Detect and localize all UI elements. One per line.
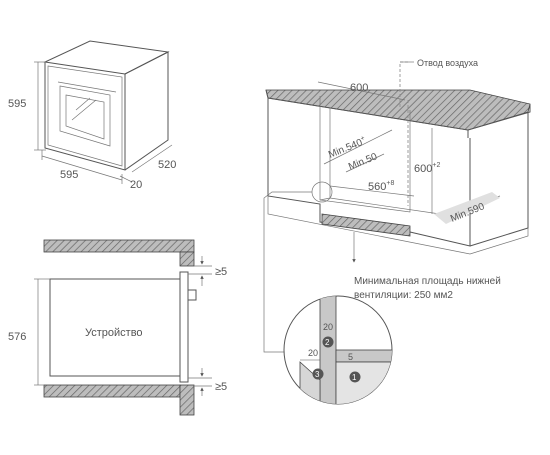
width-560-dimension: 560+8 [329,180,415,197]
device-knob [187,289,197,301]
min-50-dimension: Min.50 [345,151,385,173]
top-width-label: 600 [350,82,368,94]
device-label: Устройство [85,327,143,339]
detail-dim-b: 20 [308,348,318,358]
oven-isometric-view: 595 595 520 20 [8,40,176,191]
air-outlet-path [399,61,409,206]
svg-text:3: 3 [315,370,320,379]
section-bottom-slab [43,384,181,398]
svg-text:1: 1 [352,373,357,382]
height-600-dimension: 600+2 [414,128,440,214]
niche-outline [319,96,411,213]
bottom-vent-strip [321,213,411,237]
oven-door-dimension: 20 [119,175,142,191]
detail-dim-c: 5 [348,352,353,362]
oven-height-label: 595 [8,98,26,110]
oven-body [43,40,170,171]
bottom-gap-dimension: ≥5 [188,368,227,396]
detail-view: 20 20 5 2 1 3 [283,295,393,405]
top-width-dimension: 600 [317,81,406,101]
device-height-label: 576 [8,331,26,343]
oven-door-label: 20 [130,179,142,191]
section-top-slab [43,239,195,253]
top-gap-dimension: ≥5 [188,256,227,286]
height-600-label: 600+2 [414,162,440,175]
oven-height-dimension: 595 [8,61,46,151]
detail-callout-circle [311,181,333,203]
section-right-top-block [179,251,195,267]
oven-depth-label: 520 [158,159,176,171]
oven-width-label: 595 [60,169,78,181]
width-560-label: 560+8 [368,180,394,193]
detail-marker-1: 1 [349,371,361,383]
detail-marker-3: 3 [312,368,324,380]
min-590-dimension: Min.590 [434,192,500,225]
air-outlet-label: Отвод воздуха [417,58,478,68]
bottom-gap-label: ≥5 [215,381,227,393]
vent-note-line1: Минимальная площадь нижней [354,276,501,287]
top-gap-label: ≥5 [215,266,227,278]
cabinet-view: Отвод воздуха 600 Min.540+ Min.50 600+2 … [263,58,531,353]
detail-marker-2: 2 [322,336,334,348]
min-50-label: Min.50 [347,151,379,173]
oven-width-dimension: 595 [41,150,123,184]
section-view: Устройство 576 ≥5 ≥5 [8,239,227,416]
svg-text:2: 2 [325,338,330,347]
oven-depth-dimension: 520 [131,144,176,173]
device-height-dimension: 576 [8,278,50,386]
device-panel [179,271,189,383]
section-right-bottom-block [179,384,195,416]
detail-dim-a: 20 [323,322,333,332]
vent-note-line2: вентиляции: 250 мм2 [354,290,453,301]
